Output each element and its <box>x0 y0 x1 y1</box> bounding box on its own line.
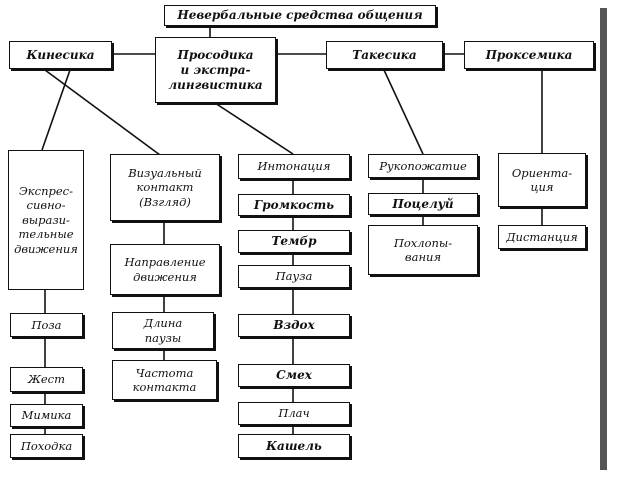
node-kiss: Поцелуй <box>368 193 478 215</box>
node-distance-label: Дистанция <box>506 229 578 244</box>
page-edge-bar <box>600 8 607 470</box>
node-crying: Плач <box>238 402 350 425</box>
node-laughter-label: Смех <box>276 368 312 382</box>
node-pat: Похлопы- вания <box>368 225 478 275</box>
node-handshake-label: Рукопожатие <box>379 158 467 173</box>
node-expressive-movements: Экспрес- сивно- вырази- тельные движения <box>8 150 84 290</box>
diagram-title: Невербальные средства общения <box>164 5 436 26</box>
node-contact-frequency-label: Частота контакта <box>132 365 197 394</box>
category-kinesics: Кинесика <box>9 41 112 69</box>
node-crying-label: Плач <box>278 406 310 421</box>
node-cough: Кашель <box>238 434 350 458</box>
node-distance: Дистанция <box>498 225 586 249</box>
node-pause-label: Пауза <box>275 269 313 284</box>
node-sigh: Вздох <box>238 314 350 337</box>
node-pat-label: Похлопы- вания <box>393 235 453 264</box>
node-pose-label: Поза <box>31 317 62 332</box>
category-proxemics-label: Проксемика <box>485 47 573 62</box>
node-visual-contact-label: Визуальный контакт (Взгляд) <box>128 165 202 209</box>
category-kinesics-label: Кинесика <box>26 47 95 62</box>
node-timbre-label: Тембр <box>271 234 317 248</box>
node-gesture-label: Жест <box>27 372 66 387</box>
node-mimicry-label: Мимика <box>21 408 72 423</box>
node-sigh-label: Вздох <box>273 318 315 332</box>
node-movement-direction-label: Направление движения <box>124 255 206 284</box>
node-visual-contact: Визуальный контакт (Взгляд) <box>110 154 220 221</box>
node-laughter: Смех <box>238 364 350 387</box>
node-kiss-label: Поцелуй <box>392 196 454 211</box>
node-gesture: Жест <box>10 367 83 392</box>
node-orientation-label: Ориента- ция <box>511 165 573 194</box>
node-handshake: Рукопожатие <box>368 154 478 178</box>
category-proxemics: Проксемика <box>464 41 594 69</box>
node-pose: Поза <box>10 313 83 337</box>
node-timbre: Тембр <box>238 230 350 253</box>
node-orientation: Ориента- ция <box>498 153 586 207</box>
node-movement-direction: Направление движения <box>110 244 220 295</box>
diagram-title-text: Невербальные средства общения <box>177 8 423 22</box>
node-cough-label: Кашель <box>266 438 322 453</box>
category-takesics-label: Такесика <box>352 47 417 62</box>
node-pause-length-label: Длина паузы <box>143 316 183 345</box>
node-gait: Походка <box>10 434 83 458</box>
node-intonation: Интонация <box>238 154 350 179</box>
node-loudness: Громкость <box>238 194 350 216</box>
node-loudness-label: Громкость <box>253 197 335 212</box>
node-gait-label: Походка <box>20 438 73 453</box>
node-contact-frequency: Частота контакта <box>112 360 217 400</box>
category-takesics: Такесика <box>326 41 443 69</box>
node-expressive-movements-label: Экспрес- сивно- вырази- тельные движения <box>14 184 78 256</box>
category-prosody-label: Просодика и экстра- лингвистика <box>168 47 263 92</box>
node-pause: Пауза <box>238 265 350 288</box>
node-intonation-label: Интонация <box>257 159 331 174</box>
node-mimicry: Мимика <box>10 404 83 427</box>
node-pause-length: Длина паузы <box>112 312 214 349</box>
category-prosody: Просодика и экстра- лингвистика <box>155 37 276 103</box>
